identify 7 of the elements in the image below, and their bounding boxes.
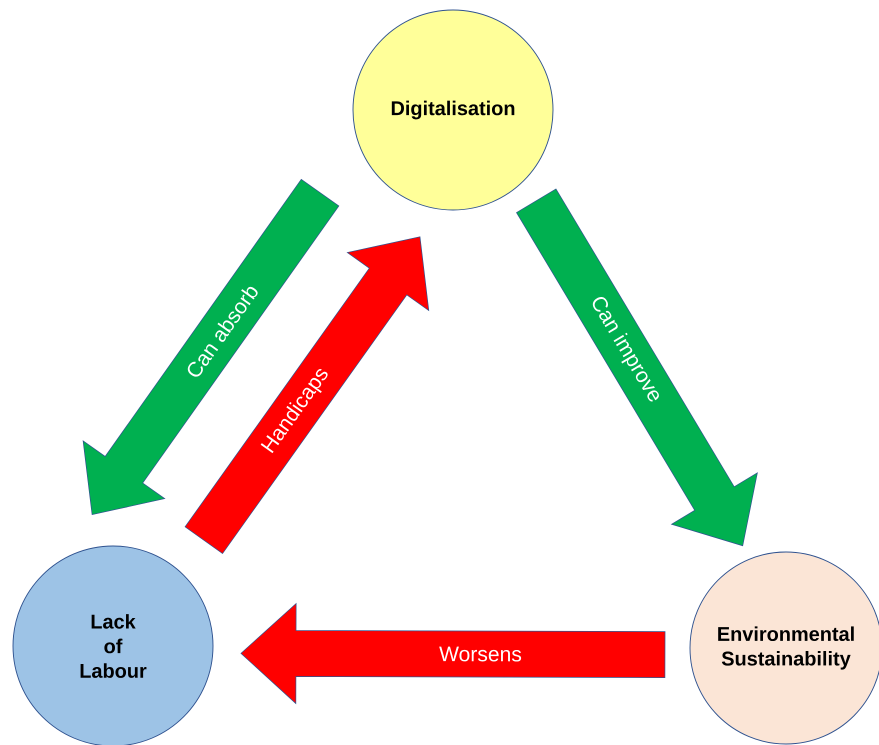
block-arrow — [240, 602, 666, 704]
circle-node: Environmental Sustainability — [690, 552, 879, 744]
edge-label: Worsens — [439, 646, 522, 662]
circle-node: Digitalisation — [352, 10, 554, 210]
block-arrow — [82, 178, 340, 516]
block-arrow — [184, 236, 430, 554]
circle-node: Lack of Labour — [12, 546, 214, 745]
